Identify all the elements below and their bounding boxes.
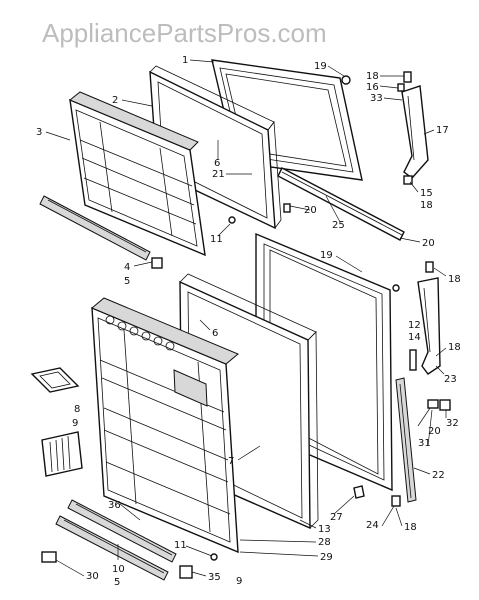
- part-9-cover: [41, 431, 83, 477]
- callout-6: 6: [214, 158, 220, 169]
- freezer-bottom-strip: [39, 195, 151, 261]
- callout-17: 17: [436, 125, 449, 136]
- callout-22: 22: [432, 470, 445, 481]
- callout-labels: 1 2 3 19 18 16 33 17 6 21 15 18 20 25 11…: [36, 55, 461, 588]
- callout-18: 18: [366, 71, 379, 82]
- callout-25: 25: [332, 220, 345, 231]
- callout-18: 18: [448, 274, 461, 285]
- callout-24: 24: [366, 520, 379, 531]
- callout-15: 15: [420, 188, 433, 199]
- leader-lines: [45, 59, 447, 577]
- callout-23: 23: [444, 374, 457, 385]
- part-24-bracket: [391, 495, 401, 507]
- part-35-block: [179, 565, 193, 579]
- callout-21: 21: [212, 169, 225, 180]
- part-27-plug: [353, 485, 365, 499]
- part-4-block: [151, 257, 163, 269]
- part-32-clip: [439, 399, 451, 411]
- part-11b-screw: [210, 553, 218, 561]
- callout-12: 12: [408, 320, 421, 331]
- callout-33: 33: [370, 93, 383, 104]
- callout-18: 18: [420, 200, 433, 211]
- callout-36: 36: [108, 500, 121, 511]
- callout-7: 7: [228, 456, 234, 467]
- callout-20: 20: [422, 238, 435, 249]
- callout-8: 8: [74, 404, 80, 415]
- callout-5: 5: [124, 276, 130, 287]
- callout-6: 6: [212, 328, 218, 339]
- part-30-clip: [41, 551, 57, 563]
- callout-28: 28: [318, 537, 331, 548]
- callout-18: 18: [404, 522, 417, 533]
- main-fresh-door: [91, 297, 239, 554]
- callout-10: 10: [112, 564, 125, 575]
- part-12-lower-hinge: [409, 261, 441, 375]
- callout-31: 31: [418, 438, 431, 449]
- callout-18: 18: [448, 342, 461, 353]
- callout-3: 3: [36, 127, 42, 138]
- part-36-strip: [67, 499, 177, 563]
- callout-30: 30: [86, 571, 99, 582]
- callout-29: 29: [320, 552, 333, 563]
- part-19b-screw: [392, 284, 400, 292]
- callout-13: 13: [318, 524, 331, 535]
- part-8-tray: [30, 367, 80, 393]
- part-19-screw: [341, 75, 351, 85]
- part-3-freezer-door: [69, 91, 206, 257]
- callout-19: 19: [320, 250, 333, 261]
- callout-20: 20: [304, 205, 317, 216]
- callout-4: 4: [124, 262, 130, 273]
- part-20a-clip: [283, 203, 291, 213]
- callout-14: 14: [408, 332, 421, 343]
- part-10-strip: [55, 515, 169, 581]
- callout-32: 32: [446, 418, 459, 429]
- part-20c-clip: [427, 399, 439, 409]
- callout-35: 35: [208, 572, 221, 583]
- callout-19: 19: [314, 61, 327, 72]
- callout-16: 16: [366, 82, 379, 93]
- callout-5: 5: [114, 577, 120, 588]
- callout-11: 11: [174, 540, 187, 551]
- callout-27: 27: [330, 512, 343, 523]
- watermark-text: AppliancePartsPros.com: [42, 18, 327, 48]
- callout-2: 2: [112, 95, 118, 106]
- control-buttons-row: [105, 315, 175, 351]
- callout-11: 11: [210, 234, 223, 245]
- part-17-top-hinge: [397, 71, 429, 185]
- callout-9: 9: [236, 576, 242, 587]
- part-11-screw: [228, 216, 236, 224]
- part-25-strip: [277, 167, 405, 241]
- part-22-vertical-strip: [395, 377, 417, 503]
- callout-9: 9: [72, 418, 78, 429]
- callout-20: 20: [428, 426, 441, 437]
- callout-1: 1: [182, 55, 188, 66]
